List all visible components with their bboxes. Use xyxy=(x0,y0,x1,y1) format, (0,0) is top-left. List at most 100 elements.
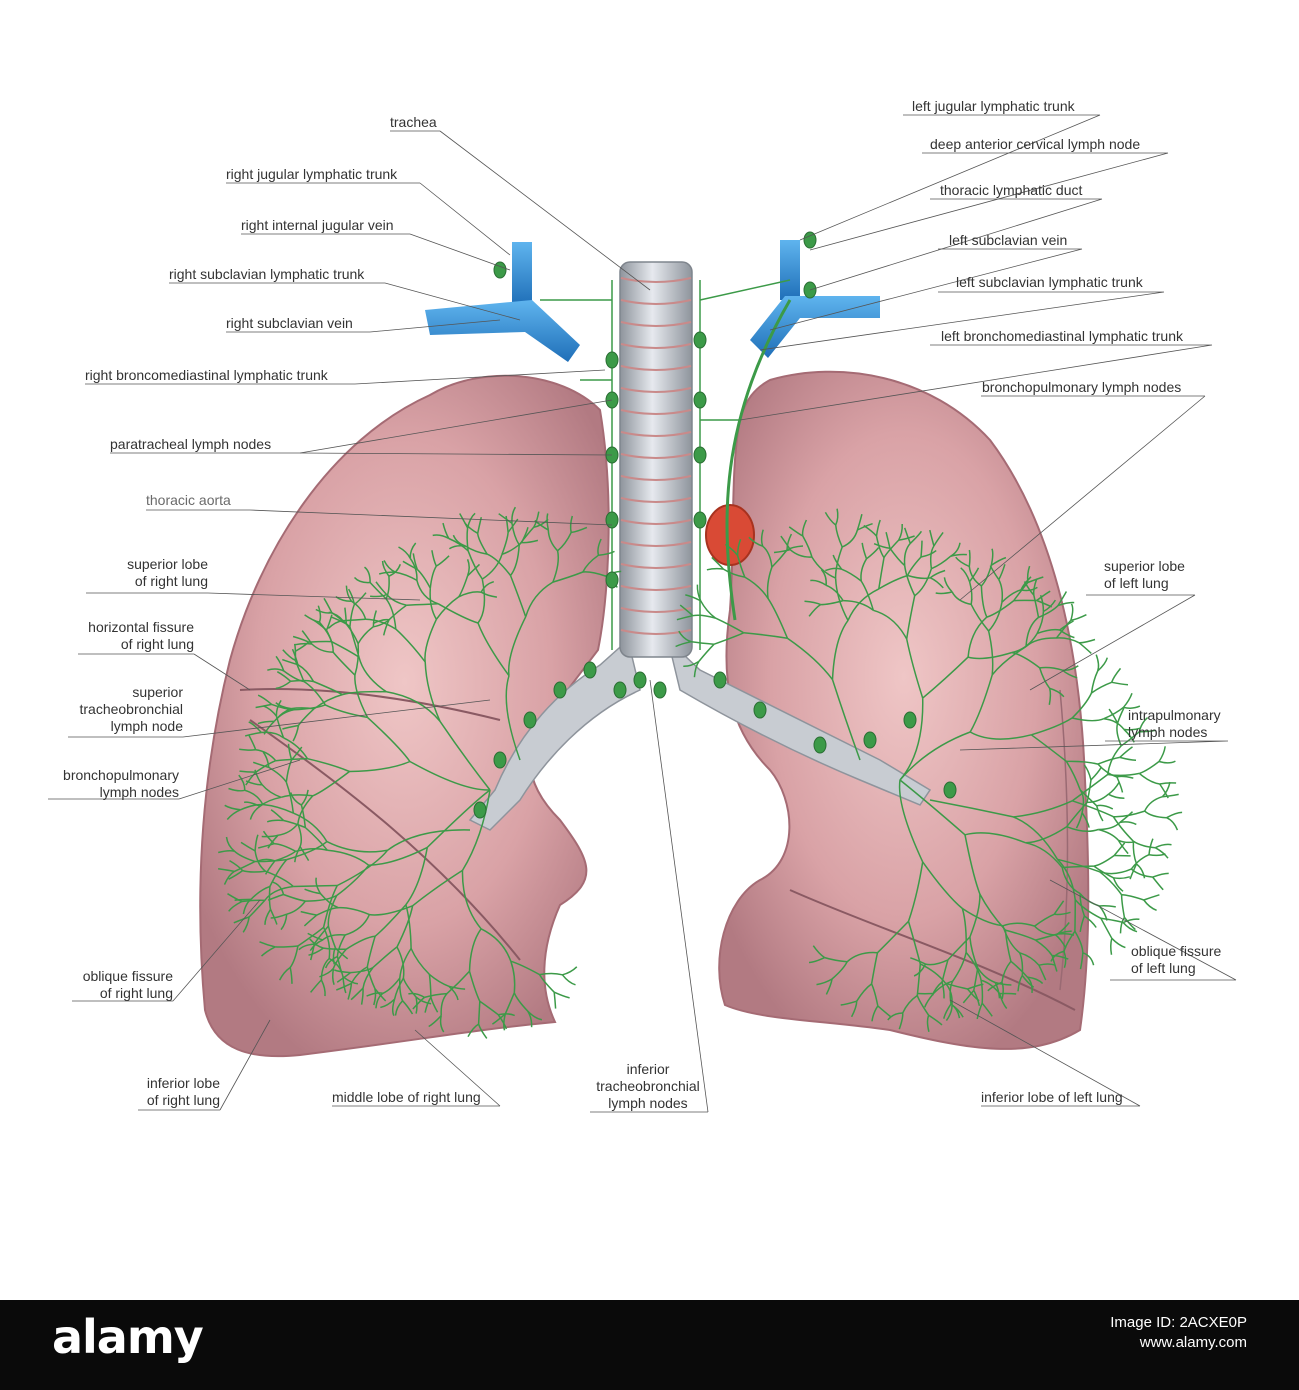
lymph-vessel xyxy=(1136,863,1146,879)
lymph-vessel xyxy=(467,1023,479,1038)
lymph-vessel xyxy=(553,991,570,999)
lymph-vessel xyxy=(297,823,303,847)
lymph-vessel xyxy=(1112,816,1134,842)
lymph-vessel xyxy=(366,716,411,762)
lymph-vessel xyxy=(898,1012,904,1030)
lymph-vessel xyxy=(1066,826,1099,833)
lymph-vessel xyxy=(1158,746,1166,762)
lymph-vessel xyxy=(412,996,425,1010)
lymph-vessel xyxy=(801,519,808,537)
lymph-vessel xyxy=(788,526,804,537)
lymph-vessel xyxy=(1005,929,1036,941)
lymph-vessel xyxy=(1002,922,1035,927)
label-left-bronchomediastinal-trunk: left bronchomediastinal lymphatic trunk xyxy=(941,328,1184,344)
lymph-vessel xyxy=(990,548,994,566)
lymph-vessel xyxy=(409,558,418,581)
lymph-vessel xyxy=(312,770,350,797)
lymph-vessel xyxy=(698,643,715,662)
lymph-vessel xyxy=(426,789,491,848)
lymph-vessel xyxy=(987,630,994,675)
lymph-vessel xyxy=(969,674,993,733)
lymph-vessel xyxy=(802,535,813,558)
lymph-vessel xyxy=(466,559,470,577)
lymph-vessel xyxy=(1099,868,1132,875)
lymph-vessel xyxy=(748,536,763,547)
lymph-vessel xyxy=(1108,708,1119,724)
lymph-vessel xyxy=(1079,952,1084,970)
lymph-vessel xyxy=(305,894,338,902)
lymph-vessel xyxy=(402,1000,414,1015)
lymph-vessel xyxy=(887,1012,903,1021)
lymph-vessel xyxy=(382,619,390,636)
lymph-vessel xyxy=(1095,654,1100,672)
leader-line xyxy=(169,282,521,321)
lymph-vessel xyxy=(299,846,310,861)
lymph-vessel xyxy=(293,704,326,711)
left-main-bronchus xyxy=(666,637,932,806)
lymph-vessel xyxy=(1027,976,1044,985)
lymph-vessel xyxy=(693,660,700,678)
lymph-vessel xyxy=(941,981,945,999)
lymph-vessel xyxy=(228,787,245,792)
leader-line xyxy=(959,740,1229,751)
lymph-vessel xyxy=(902,994,918,1014)
lung-lymphatics-illustration xyxy=(48,114,1237,1113)
lymph-vessel xyxy=(1143,894,1160,901)
lymph-vessel xyxy=(1034,913,1055,927)
lymph-vessel xyxy=(875,535,885,559)
lymph-vessel xyxy=(1025,637,1057,648)
trachea-ring xyxy=(620,453,692,459)
lymph-vessel xyxy=(480,591,498,598)
trachea-ring xyxy=(620,541,692,547)
lymph-vessel xyxy=(1166,817,1179,831)
right-internal-jugular-vein xyxy=(512,242,532,305)
lymph-vessel xyxy=(824,511,837,526)
lymph-vessel xyxy=(275,655,285,672)
lymph-vessel xyxy=(916,995,930,1016)
lymph-vessel xyxy=(1056,637,1080,644)
leader-line xyxy=(769,248,1083,331)
lymph-vessel xyxy=(1079,893,1086,917)
lymph-vessel xyxy=(435,596,460,620)
lymph-vessel xyxy=(552,550,560,583)
lymph-vessel xyxy=(861,542,868,560)
lymph-vessel xyxy=(998,579,1004,603)
lymph-vessel xyxy=(1063,951,1067,969)
lymph-vessel xyxy=(1071,717,1105,722)
lymph-vessel xyxy=(1025,842,1063,868)
lymph-vessel xyxy=(903,527,912,544)
lymph-vessel xyxy=(1154,847,1169,859)
leader-line xyxy=(146,509,613,526)
label-right-subclavian-lymph-trunk: right subclavian lymphatic trunk xyxy=(169,266,365,282)
lymph-node xyxy=(605,511,619,529)
lymph-vessel xyxy=(988,602,1003,632)
lymph-vessel xyxy=(380,998,396,1009)
lymph-vessel xyxy=(582,554,599,573)
lymph-vessel xyxy=(328,957,344,977)
leader-line xyxy=(241,233,511,271)
lymph-vessel xyxy=(428,1015,442,1028)
lymph-vessel xyxy=(466,527,469,551)
lymph-vessel xyxy=(336,982,352,991)
lymph-vessel xyxy=(446,970,471,995)
lymph-vessel xyxy=(468,928,482,972)
lymph-vessel xyxy=(1031,717,1073,736)
lymph-vessel xyxy=(1144,795,1163,812)
lymph-vessel xyxy=(461,870,482,930)
label-right-internal-jugular-vein: right internal jugular vein xyxy=(241,217,394,233)
lymph-vessel xyxy=(582,571,606,577)
leader-line xyxy=(949,999,1141,1107)
lymph-vessel xyxy=(395,571,418,582)
lymph-vessel xyxy=(773,548,791,554)
trachea-ring xyxy=(620,343,692,349)
lymph-vessel xyxy=(510,961,516,993)
lymph-vessel xyxy=(327,849,370,866)
lymph-vessel xyxy=(1116,776,1124,793)
lymph-vessel xyxy=(274,842,297,852)
lymph-vessel xyxy=(1071,773,1109,802)
lymph-vessel xyxy=(968,581,973,605)
lymph-vessel xyxy=(1055,934,1067,949)
lymph-vessel xyxy=(1033,594,1040,618)
lymph-vessel xyxy=(898,523,903,541)
